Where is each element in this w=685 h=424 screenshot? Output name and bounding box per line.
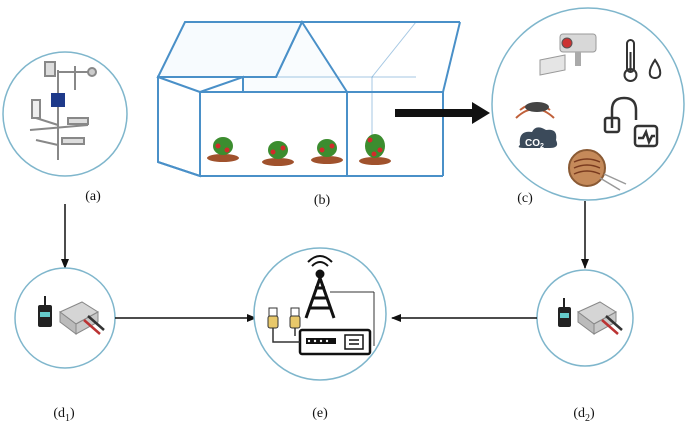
label-a: (a) bbox=[85, 189, 101, 204]
weather-station-icon bbox=[29, 61, 97, 160]
greenhouse-icon bbox=[156, 19, 461, 178]
gateway-device-icon bbox=[38, 296, 105, 335]
plant-3 bbox=[311, 139, 343, 164]
network-node-e bbox=[253, 247, 387, 381]
soil-moisture-icon bbox=[603, 96, 659, 148]
gateway-node-d1 bbox=[14, 267, 116, 369]
router-icon bbox=[298, 291, 375, 356]
tomato-plants bbox=[207, 134, 391, 166]
plant-4 bbox=[359, 134, 391, 165]
cable-connectors-icon bbox=[267, 307, 301, 343]
light-sensor-icon bbox=[568, 149, 627, 191]
label-c: (c) bbox=[517, 191, 533, 206]
svg-text:CO2: CO2 bbox=[525, 138, 544, 150]
plant-1 bbox=[207, 137, 239, 162]
label-d2: (d2) bbox=[573, 406, 595, 424]
thermometer-icon bbox=[623, 39, 638, 82]
gateway-node-d2 bbox=[536, 269, 634, 367]
antenna-tower-icon bbox=[304, 255, 336, 319]
humidity-drop-icon bbox=[648, 58, 662, 80]
sensors-node: CO2 bbox=[491, 7, 685, 201]
greenhouse-to-sensors-arrow bbox=[395, 102, 490, 124]
security-camera-icon bbox=[539, 33, 597, 76]
label-d1: (d1) bbox=[53, 406, 75, 424]
weather-station-node bbox=[2, 51, 128, 177]
label-e: (e) bbox=[312, 406, 328, 421]
plant-2 bbox=[262, 141, 294, 166]
co2-sensor-icon: CO2 bbox=[515, 102, 558, 150]
gateway-device-icon bbox=[558, 298, 623, 335]
label-b: (b) bbox=[313, 193, 331, 208]
